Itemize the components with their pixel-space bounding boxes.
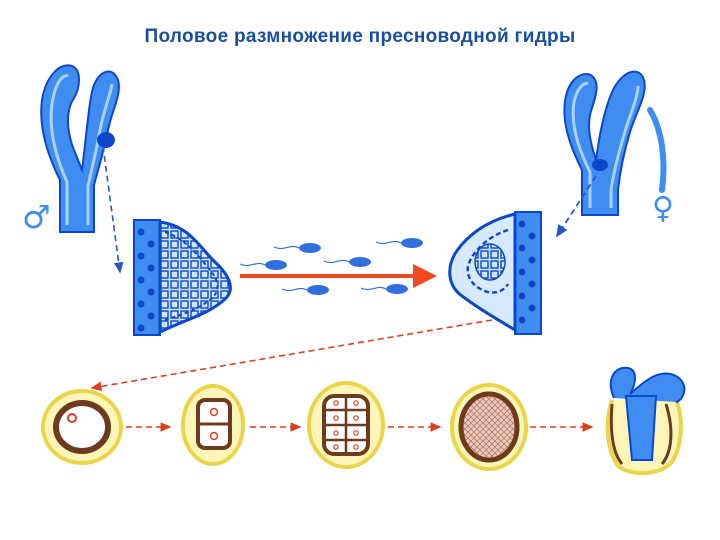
male-hydra xyxy=(40,64,120,233)
male-symbol: ♂ xyxy=(22,198,51,236)
female-symbol: ♀ xyxy=(652,191,674,226)
ovary xyxy=(448,211,542,335)
stage-gastrula xyxy=(450,383,528,471)
arrow-female-to-ovary xyxy=(556,175,597,238)
sperm-cells xyxy=(239,238,423,295)
stage-young-hydra xyxy=(605,366,686,476)
arrow-ovary-to-zygote xyxy=(90,319,493,392)
page-title: Половое размножение пресноводной гидры xyxy=(144,26,576,47)
female-hydra xyxy=(563,70,667,216)
stage-zygote xyxy=(41,389,123,465)
stage-two-cell xyxy=(181,384,245,466)
stage-multi-cell xyxy=(307,381,385,469)
arrow-male-to-testis xyxy=(102,145,124,274)
testis xyxy=(133,219,232,336)
